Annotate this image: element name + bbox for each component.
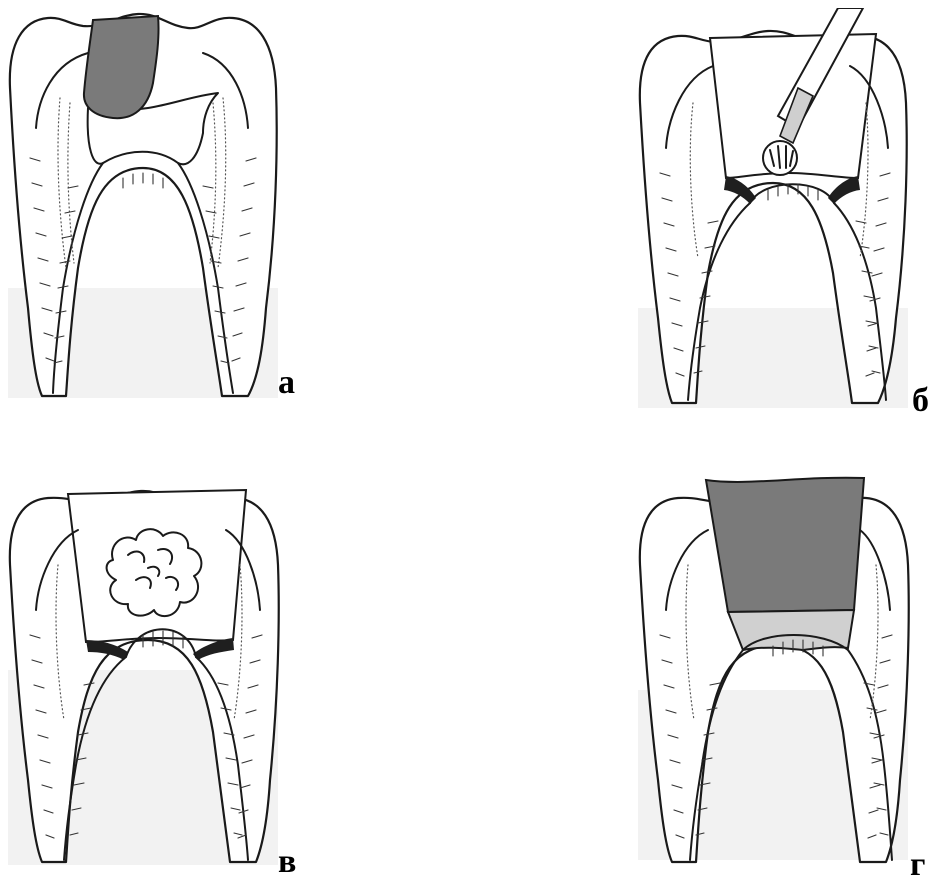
panel-label-a: а	[278, 366, 295, 400]
diagram-panel-d	[638, 470, 928, 870]
diagram-panel-a	[8, 8, 298, 408]
tooth-diagram-b	[638, 8, 928, 408]
panel-label-c: в	[278, 845, 296, 879]
tooth-diagram-d	[638, 470, 928, 870]
diagram-panel-c	[8, 470, 298, 870]
filling-base-liner	[728, 610, 854, 650]
panel-label-d: г	[910, 848, 925, 882]
tooth-diagram-c	[8, 470, 298, 870]
access-cavity	[68, 490, 246, 642]
panel-label-b: б	[912, 384, 929, 418]
diagram-panel-b	[638, 8, 928, 408]
filling-permanent	[706, 478, 864, 612]
tooth-diagram-a	[8, 8, 298, 408]
